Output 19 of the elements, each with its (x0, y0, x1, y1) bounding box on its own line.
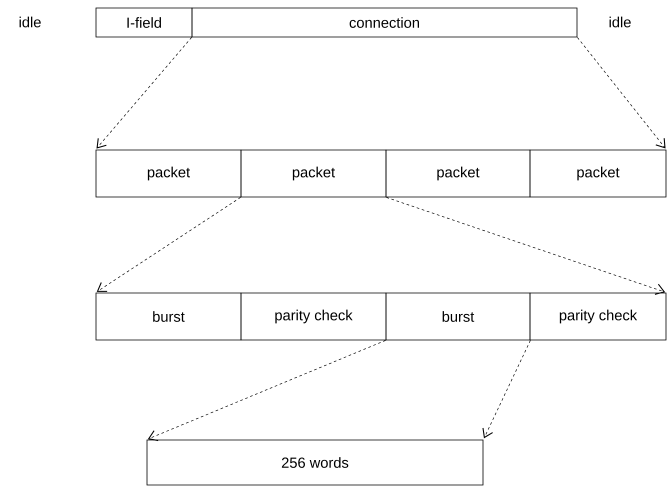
idle-label: idle (610, 16, 631, 28)
field-box: packet (96, 150, 242, 198)
arrow (96, 37, 192, 149)
field-box: I-field (96, 8, 192, 38)
field-box: packet (530, 150, 666, 198)
field-box: packet (386, 150, 530, 198)
idle-label: idle (20, 16, 41, 28)
arrow (482, 340, 531, 438)
field-box: connection (192, 8, 578, 38)
field-box: parity check (530, 292, 666, 340)
field-box: 256 words (146, 440, 484, 486)
arrow (96, 197, 241, 292)
field-box: parity check (240, 292, 386, 340)
arrow (148, 340, 386, 442)
field-box: burst (386, 292, 530, 340)
arrow (577, 37, 666, 149)
field-box: packet (240, 150, 386, 198)
arrow (386, 197, 666, 295)
field-box: burst (96, 292, 242, 340)
